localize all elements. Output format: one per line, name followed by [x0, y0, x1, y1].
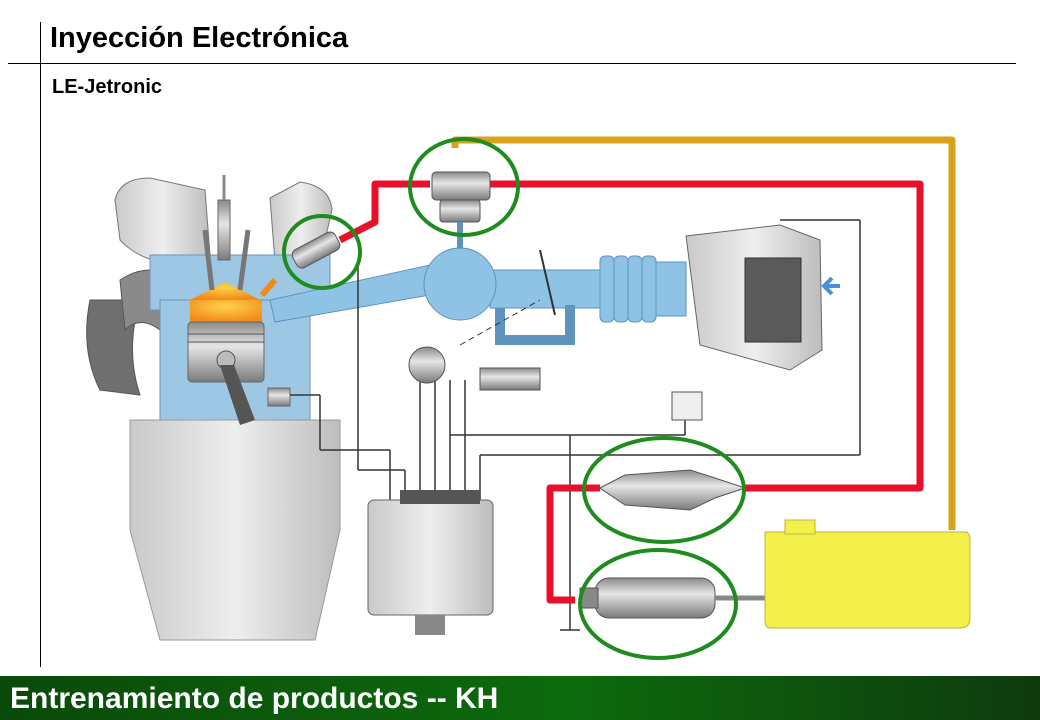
highlight-pressure-regulator: [408, 137, 520, 237]
page-subtitle: LE-Jetronic: [52, 76, 163, 98]
fuel-filter: [599, 469, 747, 511]
engine-block: [86, 175, 341, 641]
fuel-lines: [338, 136, 956, 604]
highlight-injector: [282, 214, 362, 290]
footer-text: Entrenamiento de productos -- KH: [10, 682, 499, 715]
highlight-fuel-filter: [582, 436, 746, 544]
fuel-tank: [764, 519, 971, 629]
fuel-injector: [259, 231, 341, 297]
footer-bar: Entrenamiento de productos -- KH: [0, 676, 1040, 720]
header-horizontal-rule: [8, 63, 1016, 64]
le-jetronic-diagram: [86, 136, 971, 660]
throttle-switch: [408, 346, 541, 391]
page-title: Inyección Electrónica: [50, 22, 349, 54]
relay-box: [671, 391, 703, 421]
fuel-pump: [579, 577, 765, 619]
highlight-fuel-pump: [578, 548, 738, 660]
header-vertical-rule: [40, 22, 41, 667]
air-intake-system: [269, 224, 840, 371]
control-unit: [367, 490, 494, 635]
